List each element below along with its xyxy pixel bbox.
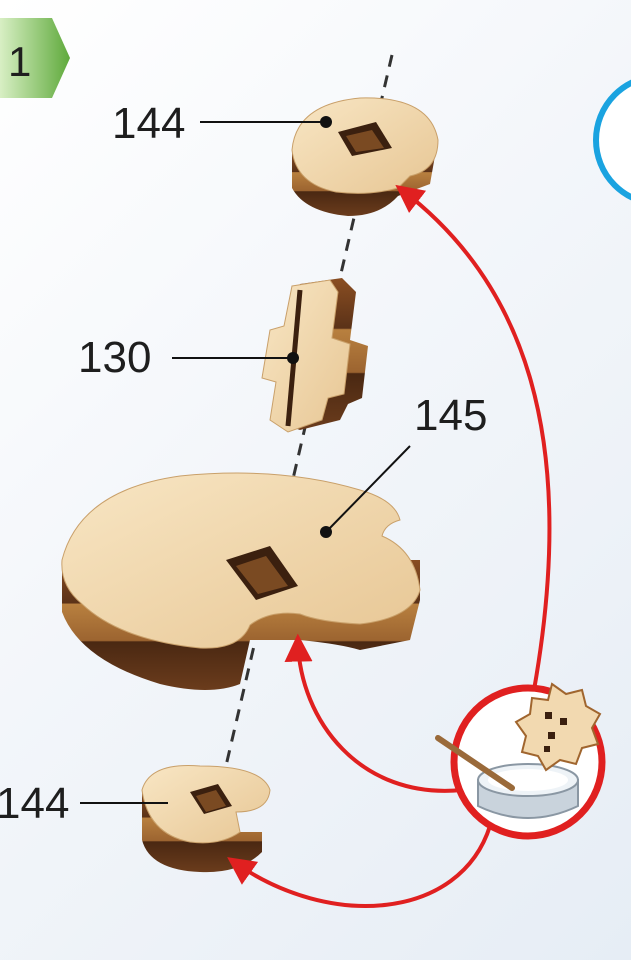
glue-arrow-top <box>402 190 550 690</box>
glue-arrow-plate <box>298 642 462 791</box>
glue-arrow-bottom <box>234 826 490 906</box>
top-cap-label: 144 <box>112 99 185 148</box>
next-step-ring <box>596 76 631 204</box>
bottom-cap-part <box>142 766 270 873</box>
bottom-cap-label: 144 <box>0 779 69 828</box>
top-cap-part <box>292 98 438 216</box>
step-number: 1 <box>8 38 31 85</box>
step-badge: 1 <box>0 18 70 98</box>
base-plate-label: 145 <box>414 391 487 440</box>
glue-icon-group <box>438 684 602 836</box>
key-label: 130 <box>78 333 151 382</box>
base-plate-part <box>62 473 420 690</box>
key-part <box>262 278 368 432</box>
